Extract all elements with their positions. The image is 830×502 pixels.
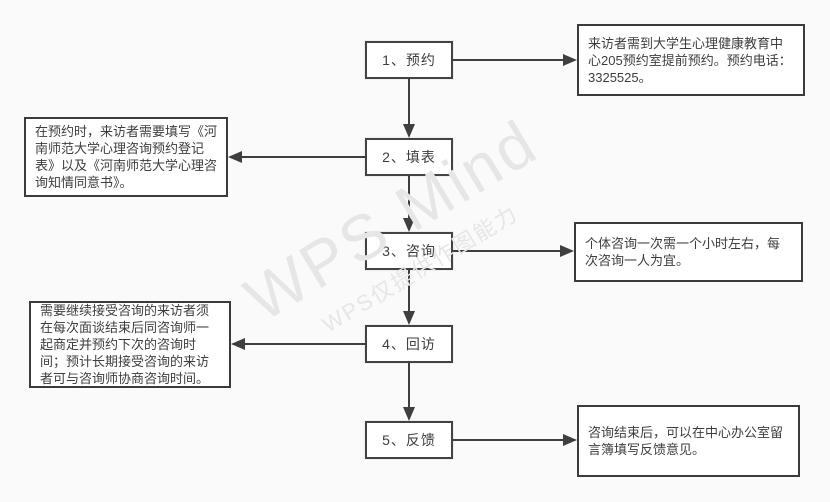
flow-node-feedback[interactable]: 5、反馈 [365,421,453,459]
flow-node-label: 2、填表 [382,149,436,165]
flow-node-consultation[interactable]: 3、咨询 [365,232,453,270]
flow-node-appointment[interactable]: 1、预约 [365,41,453,79]
note-box-consultation-detail[interactable]: 个体咨询一次需一个小时左右，每次咨询一人为宜。 [574,222,803,282]
note-text: 个体咨询一次需一个小时左右，每次咨询一人为宜。 [585,236,781,268]
note-text: 需要继续接受咨询的来访者须在每次面谈结束后同咨询师一起商定并预约下次的咨询时间；… [40,303,210,386]
note-box-feedback-detail[interactable]: 咨询结束后，可以在中心办公室留言簿填写反馈意见。 [577,405,800,477]
flow-node-label: 4、回访 [382,336,436,352]
note-box-fill-form-detail[interactable]: 在预约时，来访者需要填写《河南师范大学心理咨询预约登记表》以及《河南师范大学心理… [24,117,228,197]
note-text: 在预约时，来访者需要填写《河南师范大学心理咨询预约登记表》以及《河南师范大学心理… [35,124,218,190]
flow-node-label: 5、反馈 [382,432,436,448]
flow-node-follow-up[interactable]: 4、回访 [365,325,453,363]
flow-node-label: 3、咨询 [382,243,436,259]
flow-node-label: 1、预约 [382,52,436,68]
note-text: 来访者需到大学生心理健康教育中心205预约室提前预约。预约电话：3325525。 [588,35,792,85]
note-box-follow-up-detail[interactable]: 需要继续接受咨询的来访者须在每次面谈结束后同咨询师一起商定并预约下次的咨询时间；… [29,301,231,388]
flow-node-fill-form[interactable]: 2、填表 [365,138,453,176]
note-text: 咨询结束后，可以在中心办公室留言簿填写反馈意见。 [588,425,784,457]
note-box-appointment-detail[interactable]: 来访者需到大学生心理健康教育中心205预约室提前预约。预约电话：3325525。 [577,24,805,96]
